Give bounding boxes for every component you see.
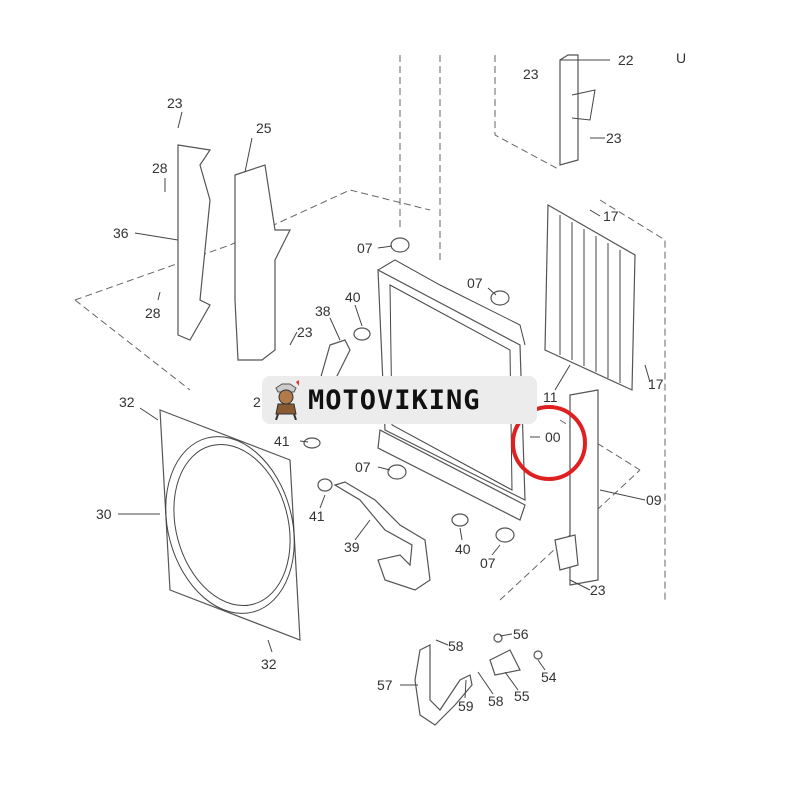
- part-label: 07: [357, 240, 373, 256]
- watermark-logo: MOTOVIKING: [262, 376, 537, 424]
- part-label: 17: [648, 376, 664, 392]
- part-labels: 23 22 U 23 25 28 36 28 23 17 07 07 40 38…: [96, 50, 686, 714]
- part-label: 41: [274, 433, 290, 449]
- part-label: 23: [297, 324, 313, 340]
- part-label: 23: [523, 66, 539, 82]
- fan-shroud: [159, 409, 301, 641]
- part-label: 54: [541, 669, 557, 685]
- part-label: 40: [455, 541, 471, 557]
- bracket-09: [554, 389, 599, 586]
- part-label: 17: [603, 208, 619, 224]
- highlighted-part-label: 00: [545, 429, 561, 445]
- part-label: 07: [480, 555, 496, 571]
- part-label: 57: [377, 677, 393, 693]
- bracket-22: [559, 54, 596, 166]
- brand-name: MOTOVIKING: [308, 384, 481, 416]
- part-label: 36: [113, 225, 129, 241]
- part-label: 2: [253, 394, 261, 410]
- part-label: 25: [256, 120, 272, 136]
- part-label: 32: [261, 656, 277, 672]
- part-label: 55: [514, 688, 530, 704]
- part-label: 32: [119, 394, 135, 410]
- part-label: 28: [145, 305, 161, 321]
- caps: [303, 237, 543, 676]
- part-label: 23: [606, 130, 622, 146]
- part-label: U: [676, 50, 686, 66]
- part-label: 39: [344, 539, 360, 555]
- part-label: 58: [488, 693, 504, 709]
- assembly-outline: [74, 55, 666, 601]
- part-label: 59: [458, 698, 474, 714]
- part-label: 07: [467, 275, 483, 291]
- part-label: 28: [152, 160, 168, 176]
- part-label: 23: [590, 582, 606, 598]
- leader-lines: [118, 59, 651, 699]
- part-label: 56: [513, 626, 529, 642]
- bracket-36: [177, 144, 291, 361]
- part-label: 22: [618, 52, 634, 68]
- part-label: 07: [355, 459, 371, 475]
- part-label: 30: [96, 506, 112, 522]
- oil-cooler: [544, 203, 636, 391]
- part-label: 58: [448, 638, 464, 654]
- part-label: 11: [543, 389, 558, 405]
- part-label: 40: [345, 289, 361, 305]
- part-label: 38: [315, 303, 331, 319]
- part-label: 41: [309, 508, 325, 524]
- part-label: 23: [167, 95, 183, 111]
- highlight-circle: [511, 405, 587, 481]
- part-label: 09: [646, 492, 662, 508]
- viking-mascot-icon: [275, 380, 299, 420]
